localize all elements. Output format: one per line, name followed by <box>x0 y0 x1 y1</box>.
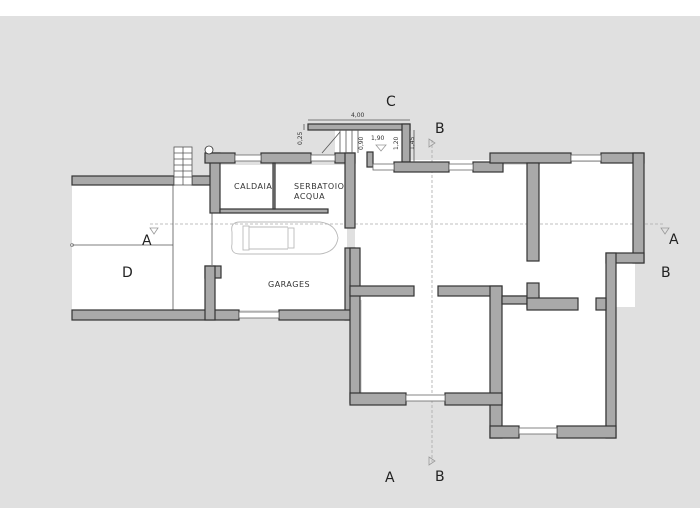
room-fills <box>72 130 635 430</box>
dimension-left-offset: 0,25 <box>297 131 304 145</box>
section-marker-b-bottom: B <box>435 469 445 485</box>
section-arrows <box>70 138 670 466</box>
dimension-outer-height: 1,45 <box>409 136 416 150</box>
section-marker-d-left: D <box>122 265 133 281</box>
exterior-stair <box>173 145 214 186</box>
dimension-inner-height-right: 1,20 <box>393 136 400 150</box>
room-label-caldaia: CALDAIA <box>234 182 273 191</box>
room-label-serbatoio: SERBATOIO <box>294 182 345 191</box>
section-marker-a-left: A <box>142 233 152 249</box>
walls <box>71 123 645 439</box>
dimension-lines <box>303 119 415 162</box>
dimension-inner-width: 1,90 <box>371 135 385 142</box>
dimension-inner-height-left: 0,90 <box>358 136 365 150</box>
section-marker-a-right: A <box>669 232 679 248</box>
internal-stair <box>321 130 387 154</box>
section-marker-c-top: C <box>386 94 396 110</box>
room-label-garages: GARAGES <box>268 280 311 289</box>
car-outline <box>231 221 339 255</box>
section-marker-b-top: B <box>435 121 445 137</box>
dimension-width-top: 4,00 <box>351 112 365 119</box>
room-label-acqua: ACQUA <box>294 192 326 201</box>
section-marker-b-right: B <box>661 265 671 281</box>
windows <box>234 154 602 435</box>
section-marker-a-bottom: A <box>385 470 395 486</box>
